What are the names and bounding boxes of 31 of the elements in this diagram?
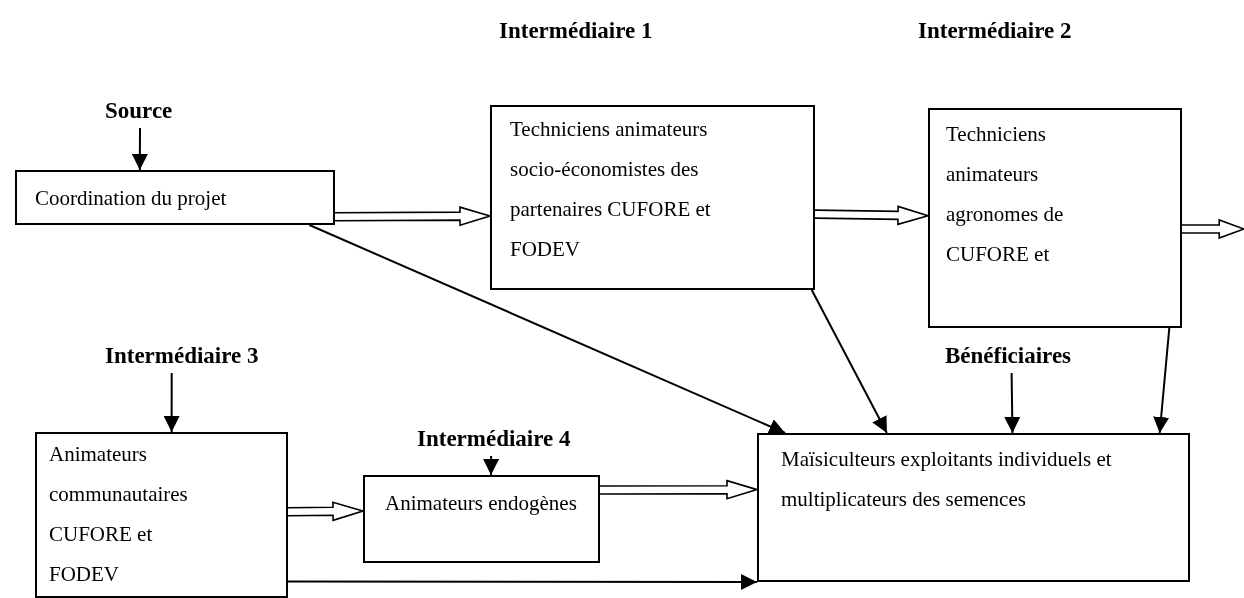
heading-text: Intermédiaire 4 [417, 426, 572, 452]
heading-text: Source [105, 98, 174, 124]
arrow [287, 574, 758, 590]
process-box [490, 105, 815, 290]
heading-text: Bénéficiaires [945, 343, 1073, 369]
box-text: Animateurs communautaires CUFORE et FODEV [49, 441, 189, 588]
arrow [163, 372, 180, 433]
process-box [35, 432, 288, 598]
arrow [814, 205, 931, 226]
arrow [334, 206, 493, 227]
arrow [1181, 218, 1244, 240]
heading-text: Intermédiaire 2 [918, 18, 1072, 44]
process-box [757, 433, 1190, 582]
arrow [810, 289, 888, 434]
arrow [599, 479, 760, 500]
arrow [1004, 372, 1021, 434]
arrow [131, 127, 148, 171]
arrow [287, 501, 366, 522]
process-box [15, 170, 335, 225]
box-text: Techniciens animateurs agronomes de CUFORE et [946, 121, 1065, 268]
heading-text: Intermédiaire 1 [499, 18, 653, 44]
box-text: Techniciens animateurs socio-économistes des partenaires CUFORE et FODEV [510, 116, 712, 263]
arrow [1153, 327, 1171, 434]
box-text: Coordination du projet [35, 185, 228, 212]
arrow [308, 224, 787, 434]
box-text: Maïsiculteurs exploitants individuels et multiplicateurs des semences [781, 446, 1113, 513]
process-box [928, 108, 1182, 328]
box-text: Animateurs endogènes [385, 490, 578, 517]
arrow [483, 455, 500, 476]
process-box [363, 475, 600, 563]
heading-text: Intermédiaire 3 [105, 343, 260, 369]
